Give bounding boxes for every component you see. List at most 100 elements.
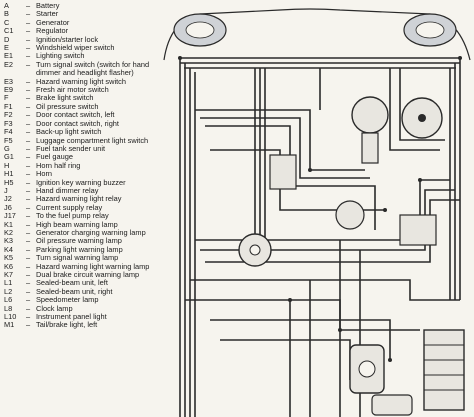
legend-row: H1–Horn	[4, 169, 164, 179]
legend-label: Sealed-beam unit, right	[36, 286, 113, 296]
legend-dash: –	[26, 320, 31, 330]
legend-row: M1–Tail/brake light, left	[4, 320, 164, 330]
legend-dash: –	[26, 127, 31, 137]
legend-row: F1 –Oil pressure switch	[4, 101, 164, 111]
legend-row: F2–Door contact switch, left	[4, 110, 164, 120]
legend-label: Oil pressure warning lamp	[36, 236, 122, 246]
cross-run-4	[210, 149, 385, 211]
cross-run-9	[185, 299, 420, 331]
legend-dash: –	[26, 278, 31, 288]
legend-label: Instrument panel light	[36, 312, 107, 322]
legend-row: B –Starter	[4, 9, 164, 19]
legend-row: E1–Lighting switch	[4, 51, 164, 61]
legend-dash: –	[26, 9, 31, 19]
legend-dash: –	[26, 26, 31, 36]
legend-code: F4	[4, 127, 13, 137]
legend-label: Oil pressure switch	[36, 101, 99, 111]
legend-label: Hazard warning light switch	[36, 76, 126, 86]
legend-code: H	[4, 160, 10, 170]
starter-motor	[371, 394, 413, 416]
legend-code: K7	[4, 270, 14, 279]
legend-row: L1–Sealed-beam unit, left	[4, 278, 164, 288]
cross-run-10	[210, 319, 391, 360]
legend-code: L6	[4, 295, 13, 305]
legend-code: E1	[4, 51, 14, 61]
legend-code: H1	[4, 169, 14, 179]
legend-row: H–Horn half ring	[4, 160, 164, 170]
legend-row: L10–Instrument panel light	[4, 312, 164, 322]
legend-code: E	[4, 43, 9, 53]
ignition-switch	[238, 233, 272, 267]
legend-label: Generator	[36, 17, 70, 27]
legend-dash: –	[26, 286, 31, 296]
legend-dash: –	[26, 219, 31, 229]
battery	[423, 329, 465, 411]
vertical-run-e	[389, 68, 440, 151]
legend-label: Regulator	[36, 26, 69, 36]
legend-code: J2	[4, 194, 12, 204]
cross-run-2	[200, 117, 370, 179]
legend-label: Clock lamp	[36, 303, 73, 313]
cross-run-1	[195, 109, 365, 171]
legend-row: E2–Turn signal switch (switch for hand d…	[4, 59, 164, 78]
legend-dash: –	[26, 270, 31, 279]
legend-dash: –	[26, 244, 31, 254]
generator	[349, 344, 385, 394]
legend-label: Hazard warning light warning lamp	[36, 261, 150, 271]
cross-run-5	[195, 179, 450, 241]
legend-dash: –	[26, 202, 31, 212]
legend-code: E9	[4, 85, 14, 95]
legend-row: J6–Current supply relay	[4, 202, 164, 212]
legend-code: K3	[4, 236, 14, 246]
legend-dash: –	[26, 93, 31, 103]
legend-label: Tail/brake light, left	[36, 320, 98, 330]
legend-label: Battery	[36, 2, 60, 10]
legend-row: L2–Sealed-beam unit, right	[4, 286, 164, 296]
legend-label: Generator charging warning lamp	[36, 227, 146, 237]
legend-label: Dual brake circuit warning lamp	[36, 270, 140, 279]
legend-row: D–Ignition/starter lock	[4, 34, 164, 44]
vertical-run-f	[399, 68, 445, 141]
legend-code: J	[4, 185, 8, 195]
legend-dash: –	[26, 17, 31, 27]
terminal-dots	[178, 56, 462, 362]
legend-label: Fresh air motor switch	[36, 85, 109, 95]
legend-label: Hand dimmer relay	[36, 185, 99, 195]
legend-dash: –	[26, 177, 31, 187]
legend-row: G–Fuel tank sender unit	[4, 144, 164, 153]
legend-dash: –	[26, 194, 31, 204]
legend-code: K2	[4, 227, 14, 237]
legend-label: Starter	[36, 9, 59, 19]
fuse-box	[399, 214, 437, 246]
legend-label: Horn	[36, 169, 53, 179]
legend-label: Parking light warning lamp	[36, 244, 123, 254]
legend-dash: –	[26, 2, 31, 10]
legend-code: F3	[4, 118, 13, 128]
legend-label: Turn signal warning lamp	[36, 253, 119, 263]
legend-label: High beam warning lamp	[36, 219, 118, 229]
legend-row: G1–Fuel gauge	[4, 152, 164, 161]
legend-code: B	[4, 9, 9, 19]
legend-row: J–Hand dimmer relay	[4, 185, 164, 195]
legend-label: Back-up light switch	[36, 127, 102, 137]
legend-dash: –	[26, 51, 31, 61]
legend-dash: –	[26, 295, 31, 305]
wiper-motor	[351, 96, 389, 164]
legend-dash: –	[26, 101, 31, 111]
legend-row: E9–Fresh air motor switch	[4, 85, 164, 95]
legend-code: K5	[4, 253, 14, 263]
cross-run-11	[220, 339, 351, 380]
legend-code: A	[4, 2, 9, 10]
legend-code: E3	[4, 76, 14, 86]
legend-label: Turn signal switch (switch for hand dimm…	[36, 59, 150, 78]
legend-code: F1	[4, 101, 13, 111]
legend-dash: –	[26, 76, 31, 86]
legend-code: D	[4, 34, 10, 44]
legend-dash: –	[26, 110, 31, 120]
legend-row: K1–High beam warning lamp	[4, 219, 164, 229]
legend-row: K7 –Dual brake circuit warning lamp	[4, 270, 164, 279]
legend-dash: –	[26, 227, 31, 237]
legend-code: L1	[4, 278, 13, 288]
legend-row: C–Generator	[4, 17, 164, 27]
legend-dash: –	[26, 312, 31, 322]
